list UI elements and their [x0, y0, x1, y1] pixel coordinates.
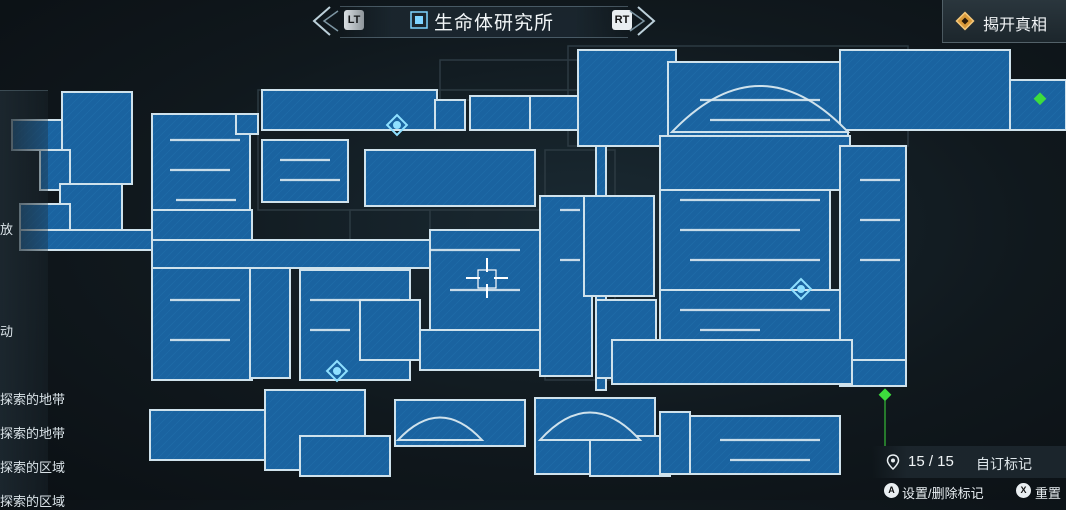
- area-exit-marker[interactable]: [878, 388, 892, 446]
- explored-rooms: [11, 49, 1066, 477]
- x-button-icon[interactable]: X: [1016, 483, 1031, 498]
- inner-walls: [170, 98, 900, 462]
- controls-hint-bar: A 设置/删除标记 X 重置: [880, 482, 1066, 501]
- a-button-icon[interactable]: A: [884, 483, 899, 498]
- save-point-icon[interactable]: [325, 359, 349, 383]
- reveal-truth-button[interactable]: 揭开真相: [942, 0, 1066, 43]
- chevron-left-icon[interactable]: [306, 3, 342, 39]
- diamond-icon: [955, 11, 975, 31]
- legend-item: 放: [0, 222, 14, 237]
- save-point-icon[interactable]: [789, 277, 813, 301]
- chevron-right-icon[interactable]: [626, 3, 662, 39]
- rt-button[interactable]: RT: [612, 10, 632, 30]
- map-area-icon: [410, 11, 428, 29]
- area-name: 生命体研究所: [434, 13, 555, 34]
- map-pin-icon: [886, 454, 900, 470]
- custom-marker-panel: 15 / 15 自订标记: [872, 446, 1066, 478]
- reset-label: 重置: [1035, 486, 1062, 501]
- marker-count: 15 / 15: [908, 453, 954, 470]
- set-remove-marker-label: 设置/删除标记: [902, 486, 984, 501]
- legend-item: 探索的区域: [0, 494, 66, 509]
- marker-label: 自订标记: [976, 456, 1032, 472]
- legend-item: 探索的地带: [0, 392, 66, 407]
- legend-item: 探索的区域: [0, 460, 66, 475]
- legend-item: 动: [0, 324, 14, 339]
- title-plate: [340, 6, 628, 38]
- map-legend-panel: 放 动 探索的地带 探索的地带 探索的区域 探索的区域: [0, 90, 65, 509]
- area-title-bar: LT 生命体研究所 RT: [306, 0, 662, 42]
- map-cursor-crosshair[interactable]: [466, 258, 508, 298]
- save-point-icon[interactable]: [385, 113, 409, 137]
- legend-item: 探索的地带: [0, 426, 66, 441]
- reveal-truth-label: 揭开真相: [983, 17, 1048, 34]
